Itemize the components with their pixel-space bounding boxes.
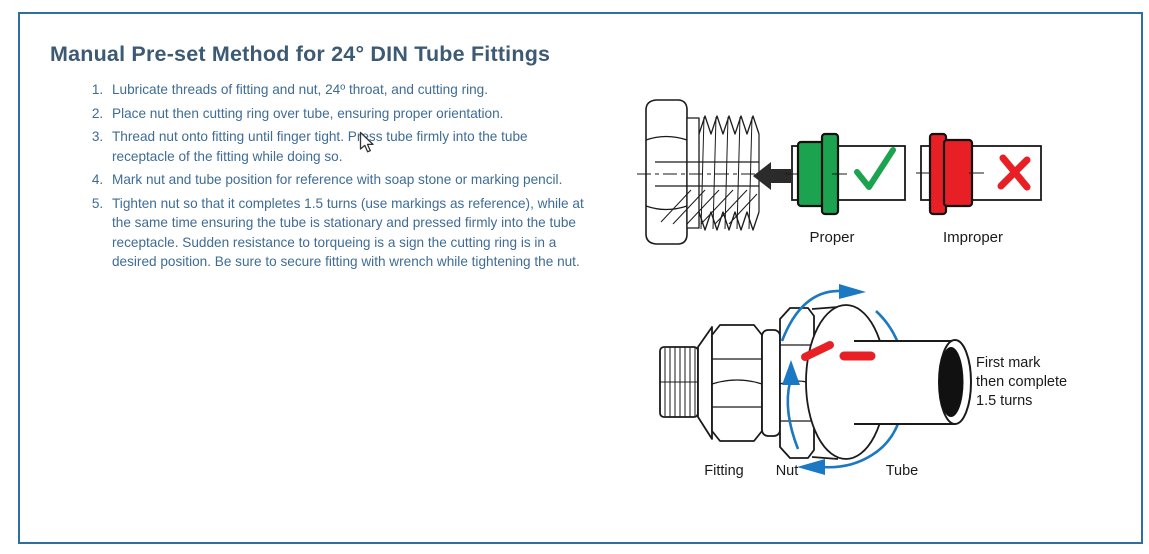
cutting-ring-body <box>942 138 974 208</box>
improper-label: Improper <box>943 229 1003 246</box>
list-item: Tighten nut so that it completes 1.5 tur… <box>107 194 589 272</box>
cutting-ring-body <box>796 140 826 208</box>
page-title: Manual Pre-set Method for 24° DIN Tube F… <box>50 42 551 66</box>
instructions-list: Lubricate threads of fitting and nut, 24… <box>81 80 589 276</box>
turns-note-line: First mark <box>976 355 1041 371</box>
list-item: Lubricate threads of fitting and nut, 24… <box>107 80 589 100</box>
page-frame <box>18 12 1143 544</box>
tube-bore <box>938 347 964 417</box>
nut-cross-section-drawing <box>637 99 771 245</box>
hatching <box>660 189 758 225</box>
proper-label: Proper <box>809 229 854 246</box>
tightening-assembly-diagram: Fitting Nut Tube First mark then complet… <box>659 284 1067 479</box>
proper-ring-assembly: Proper <box>785 132 906 246</box>
instruction-text: Place nut then cutting ring over tube, e… <box>112 105 504 121</box>
turns-note: First mark then complete 1.5 turns <box>976 355 1067 409</box>
tube-label: Tube <box>886 463 919 479</box>
x-mark-icon <box>997 154 1031 191</box>
list-item: Thread nut onto fitting until finger tig… <box>107 127 589 166</box>
checkmark-icon <box>854 147 896 190</box>
list-item: Place nut then cutting ring over tube, e… <box>107 104 589 124</box>
improper-ring-assembly: Improper <box>916 132 1042 246</box>
turns-note-line: 1.5 turns <box>976 393 1032 409</box>
instruction-text: Thread nut onto fitting until finger tig… <box>112 129 528 164</box>
washer-ring <box>761 329 781 437</box>
cursor-icon <box>359 131 374 153</box>
mark-dash-nut <box>801 341 834 361</box>
left-arrow-icon <box>753 162 791 190</box>
instruction-text: Lubricate threads of fitting and nut, 24… <box>112 82 489 97</box>
reference-marks <box>801 341 876 361</box>
ring-orientation-diagram: Proper Improper <box>637 99 1042 246</box>
rotation-arrow-top-icon <box>780 289 843 342</box>
fitting-hex-body <box>711 324 763 442</box>
list-item: Mark nut and tube position for reference… <box>107 170 589 190</box>
turns-note-line: then complete <box>976 374 1067 390</box>
rotation-arrow-mid-icon <box>786 381 800 450</box>
fitting-label: Fitting <box>704 463 744 479</box>
instruction-text: Tighten nut so that it completes 1.5 tur… <box>112 195 584 270</box>
fitting-cone <box>697 326 713 440</box>
nut-label: Nut <box>776 463 799 479</box>
instruction-text: Mark nut and tube position for reference… <box>112 172 563 187</box>
